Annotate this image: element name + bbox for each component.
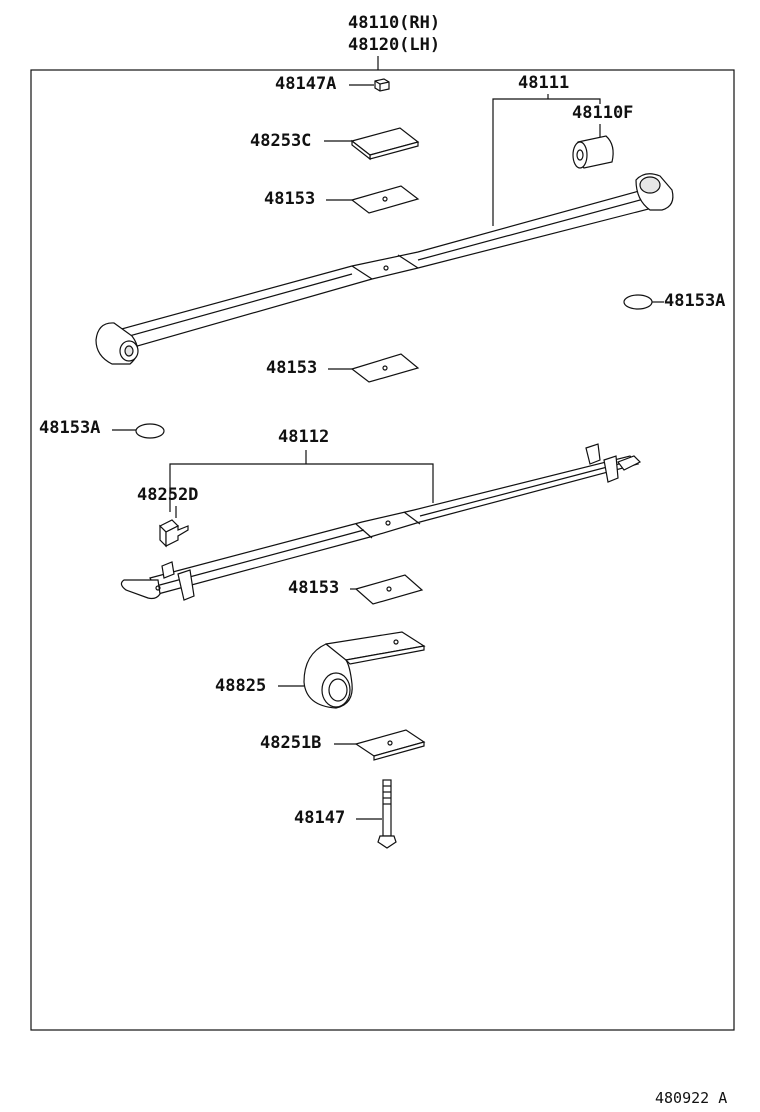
bushing-part	[572, 135, 614, 169]
spacer-plate-lower	[354, 729, 426, 761]
label-48147: 48147	[294, 808, 345, 828]
main-leaf-spring	[95, 173, 674, 365]
bolt-part	[377, 779, 397, 849]
label-48111: 48111	[518, 73, 569, 93]
nut-part	[374, 78, 390, 92]
label-48110F: 48110F	[572, 103, 633, 123]
hanger-bracket-part	[303, 631, 426, 709]
leader-48111	[492, 98, 601, 226]
label-48112: 48112	[278, 427, 329, 447]
label-48252D: 48252D	[137, 485, 198, 505]
label-48153A-left: 48153A	[39, 418, 100, 438]
leader-48112	[169, 463, 434, 512]
clip-part	[158, 519, 189, 548]
spacer-plate-part	[350, 127, 420, 161]
label-48251B: 48251B	[260, 733, 321, 753]
label-48153-mid: 48153	[266, 358, 317, 378]
label-48147A: 48147A	[275, 74, 336, 94]
figure-code: 480922 A	[655, 1089, 727, 1107]
label-48153-low: 48153	[288, 578, 339, 598]
cap-left	[135, 423, 165, 439]
label-48253C: 48253C	[250, 131, 311, 151]
label-48153-top: 48153	[264, 189, 315, 209]
insulator-pad-mid	[350, 353, 420, 383]
assembly-frame	[30, 69, 735, 1031]
assembly-label-rh: 48110(RH)	[348, 13, 440, 33]
label-48825: 48825	[215, 676, 266, 696]
cap-right	[623, 294, 653, 310]
label-48153A-right: 48153A	[664, 291, 725, 311]
secondary-leaf-spring	[120, 443, 642, 601]
insulator-pad-low	[354, 574, 424, 605]
insulator-pad-top	[350, 185, 420, 214]
assembly-label-lh: 48120(LH)	[348, 35, 440, 55]
